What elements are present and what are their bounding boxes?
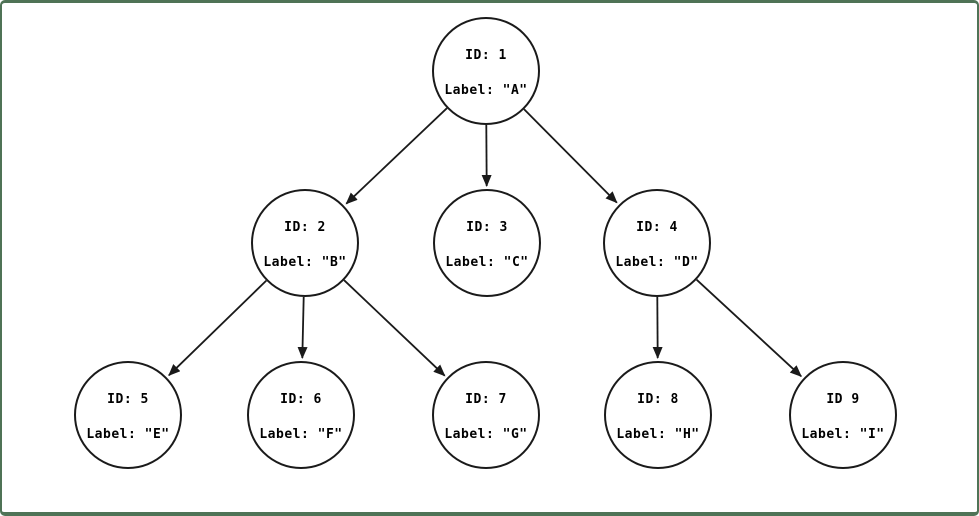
node-text-label: Label: "B" bbox=[263, 255, 346, 270]
node-circle bbox=[432, 17, 540, 125]
tree-edge-2-7 bbox=[343, 279, 446, 377]
tree-node-6: ID: 6 Label: "F" bbox=[247, 361, 355, 469]
tree-node-1: ID: 1 Label: "A" bbox=[432, 17, 540, 125]
tree-node-3: ID: 3 Label: "C" bbox=[433, 189, 541, 297]
node-text-label: Label: "C" bbox=[445, 255, 528, 270]
edges-layer bbox=[168, 107, 802, 377]
node-circle bbox=[604, 361, 712, 469]
node-text-label: Label: "G" bbox=[444, 427, 527, 442]
tree-edge-2-5 bbox=[168, 279, 267, 376]
nodes-layer: ID: 1 Label: "A" ID: 2 Label: "B" ID: 3 Label… bbox=[74, 17, 897, 469]
node-text-label: Label: "D" bbox=[615, 255, 698, 270]
node-circle bbox=[432, 361, 540, 469]
tree-node-8: ID: 8 Label: "H" bbox=[604, 361, 712, 469]
node-id-label: ID: 5 bbox=[107, 392, 149, 407]
node-id-label: ID: 4 bbox=[636, 220, 678, 235]
node-id-label: ID: 1 bbox=[465, 48, 507, 63]
tree-edge-1-2 bbox=[345, 107, 448, 205]
node-id-label: ID 9 bbox=[826, 392, 859, 407]
tree-node-9: ID 9 Label: "I" bbox=[789, 361, 897, 469]
tree-node-2: ID: 2 Label: "B" bbox=[251, 189, 359, 297]
node-text-label: Label: "A" bbox=[444, 83, 527, 98]
node-text-label: Label: "E" bbox=[86, 427, 169, 442]
tree-node-4: ID: 4 Label: "D" bbox=[603, 189, 711, 297]
node-circle bbox=[251, 189, 359, 297]
node-id-label: ID: 8 bbox=[637, 392, 679, 407]
node-text-label: Label: "F" bbox=[259, 427, 342, 442]
node-circle bbox=[789, 361, 897, 469]
node-id-label: ID: 7 bbox=[465, 392, 507, 407]
node-circle bbox=[247, 361, 355, 469]
node-id-label: ID: 2 bbox=[284, 220, 326, 235]
node-id-label: ID: 6 bbox=[280, 392, 322, 407]
node-text-label: Label: "I" bbox=[801, 427, 884, 442]
tree-edge-1-4 bbox=[523, 108, 618, 204]
node-circle bbox=[603, 189, 711, 297]
tree-node-7: ID: 7 Label: "G" bbox=[432, 361, 540, 469]
node-circle bbox=[74, 361, 182, 469]
node-text-label: Label: "H" bbox=[616, 427, 699, 442]
node-circle bbox=[433, 189, 541, 297]
tree-edge-2-6 bbox=[297, 296, 308, 359]
tree-edge-4-9 bbox=[695, 279, 802, 377]
node-id-label: ID: 3 bbox=[466, 220, 508, 235]
tree-node-5: ID: 5 Label: "E" bbox=[74, 361, 182, 469]
